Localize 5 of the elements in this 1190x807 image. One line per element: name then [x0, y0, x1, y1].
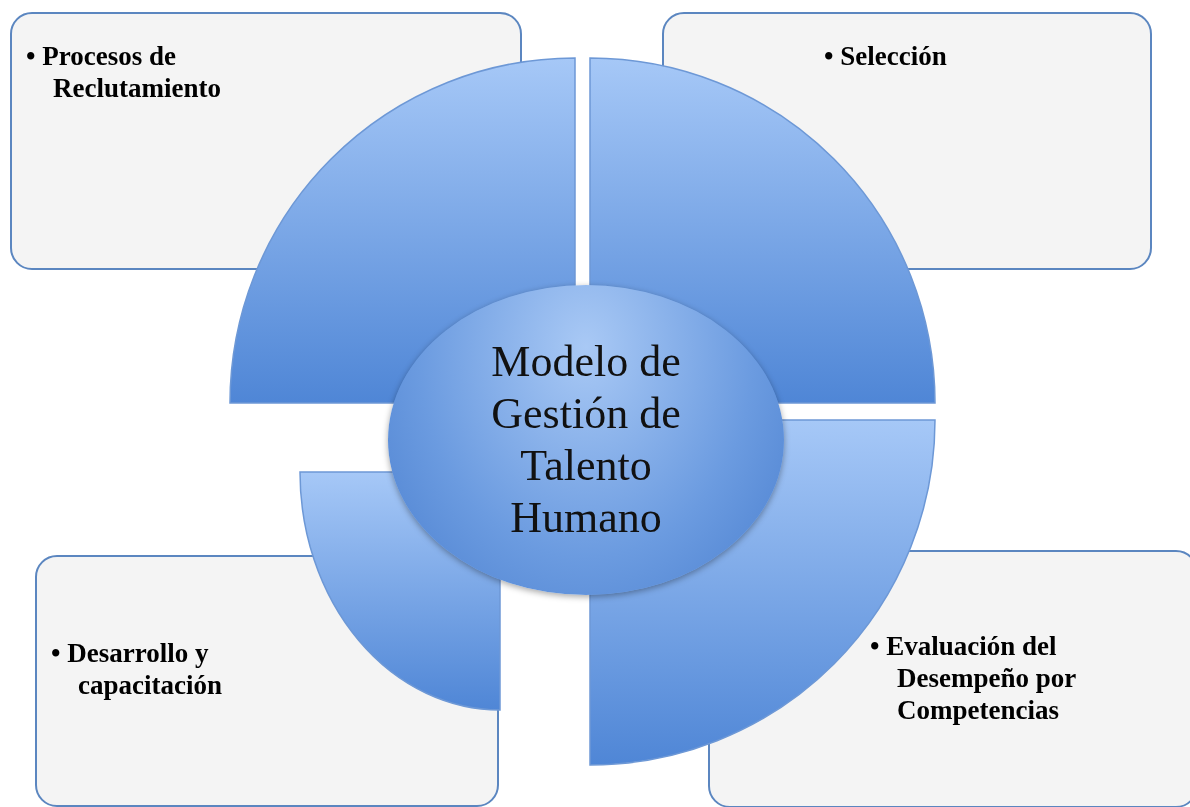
bullet-item: • Evaluación del Desempeño por Competencias — [870, 630, 1077, 726]
bullet-item: • Desarrollo y capacitación — [51, 637, 223, 701]
bullet-item: • Selección — [824, 40, 948, 72]
bullet-item: • Procesos de Reclutamiento — [26, 40, 222, 104]
center-title: Modelo de Gestión de Talento Humano — [490, 336, 682, 544]
